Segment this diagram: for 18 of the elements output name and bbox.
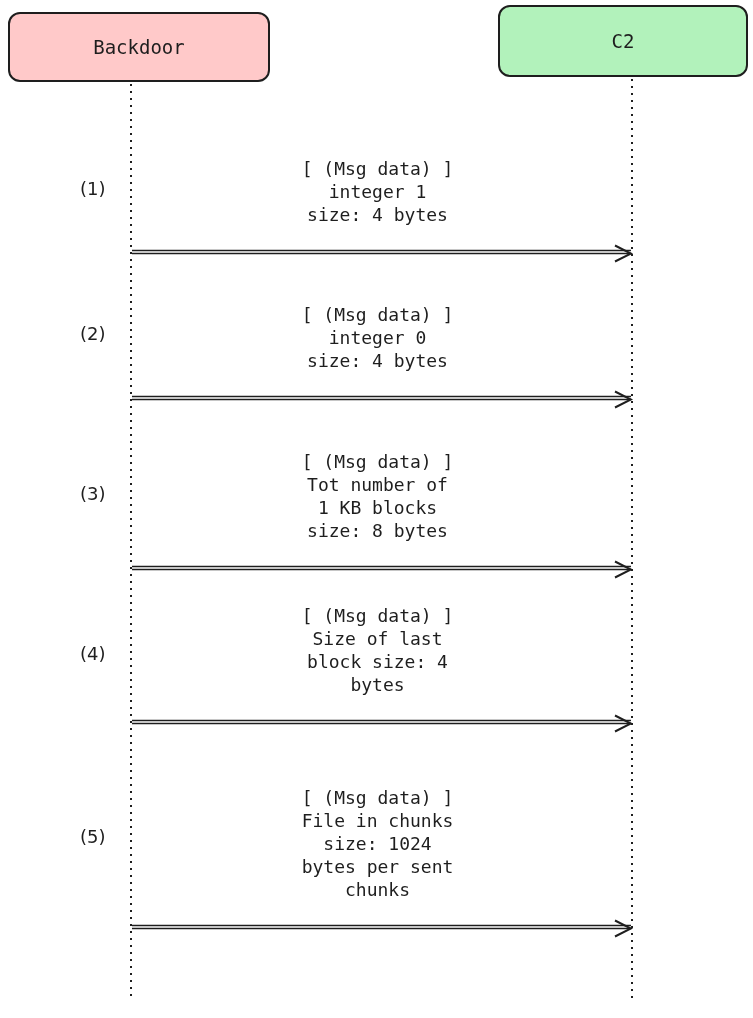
edge-label: [ (Msg data) ] Size of last block size: 4 bytes (300, 604, 455, 696)
edge-label: [ (Msg data) ] File in chunks size: 1024 bytes per sent chunks (300, 786, 455, 901)
participant-lifeline (498, 5, 748, 1000)
edge-label: [ (Msg data) ] integer 0 size: 4 bytes (300, 303, 455, 372)
step-number: (3) (80, 483, 106, 504)
step-number: (4) (80, 643, 106, 664)
participant-name: Backdoor (93, 36, 185, 58)
arrow (131, 714, 632, 733)
arrow (131, 560, 632, 579)
participant-name: C2 (611, 30, 635, 52)
step-number: (1) (80, 178, 106, 199)
arrow (131, 390, 632, 409)
edge-label: [ (Msg data) ] integer 1 size: 4 bytes (300, 157, 455, 226)
step-number: (5) (80, 826, 106, 847)
step-number: (2) (80, 323, 106, 344)
arrow (131, 244, 632, 263)
arrow (131, 919, 632, 938)
edge-label: [ (Msg data) ] Tot number of 1 KB blocks size: 8 bytes (300, 450, 455, 542)
